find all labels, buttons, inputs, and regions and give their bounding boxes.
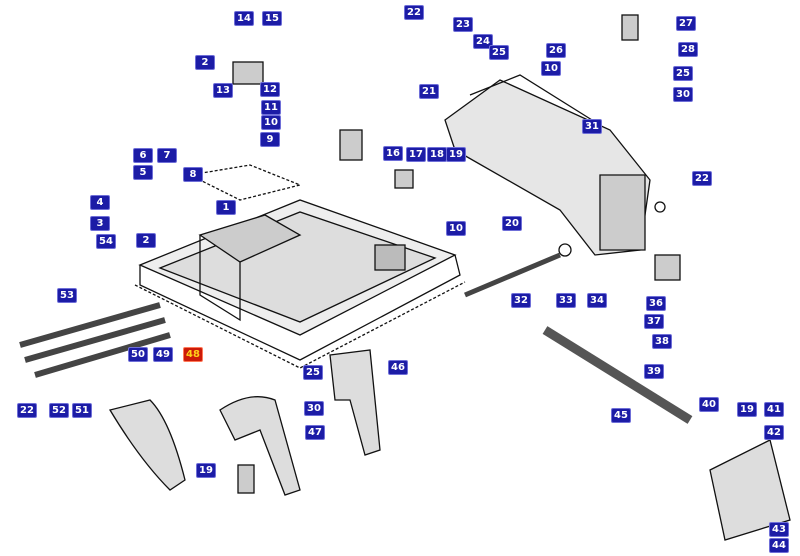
part-label-19[interactable]: 19 [737,402,757,417]
part-label-6[interactable]: 6 [133,148,153,163]
part-label-28[interactable]: 28 [678,42,698,57]
part-label-3[interactable]: 3 [90,216,110,231]
part-label-43[interactable]: 43 [769,522,789,537]
part-label-1[interactable]: 1 [216,200,236,215]
part-label-24[interactable]: 24 [473,34,493,49]
part-label-20[interactable]: 20 [502,216,522,231]
part-label-54[interactable]: 54 [96,234,116,249]
part-label-33[interactable]: 33 [556,293,576,308]
part-label-31[interactable]: 31 [582,119,602,134]
part-label-5[interactable]: 5 [133,165,153,180]
gasket [134,164,466,369]
part-label-2[interactable]: 2 [195,55,215,70]
part-label-32[interactable]: 32 [511,293,531,308]
part-label-44[interactable]: 44 [769,538,789,553]
part-label-12[interactable]: 12 [260,82,280,97]
part-label-38[interactable]: 38 [652,334,672,349]
part-label-15[interactable]: 15 [262,11,282,26]
part-label-46[interactable]: 46 [388,360,408,375]
part-label-30[interactable]: 30 [304,401,324,416]
part-label-9[interactable]: 9 [260,132,280,147]
part-label-40[interactable]: 40 [699,397,719,412]
part-label-22[interactable]: 22 [692,171,712,186]
part-label-41[interactable]: 41 [764,402,784,417]
part-label-27[interactable]: 27 [676,16,696,31]
part-label-16[interactable]: 16 [383,146,403,161]
gearbox-cover-housing [138,199,461,361]
part-label-48[interactable]: 48 [183,347,203,362]
part-label-10[interactable]: 10 [541,61,561,76]
part-label-2[interactable]: 2 [136,233,156,248]
part-label-53[interactable]: 53 [57,288,77,303]
part-label-22[interactable]: 22 [17,403,37,418]
part-label-17[interactable]: 17 [406,147,426,162]
part-label-8[interactable]: 8 [183,167,203,182]
part-label-39[interactable]: 39 [644,364,664,379]
part-label-52[interactable]: 52 [49,403,69,418]
part-label-36[interactable]: 36 [646,296,666,311]
part-label-47[interactable]: 47 [305,425,325,440]
part-label-18[interactable]: 18 [427,147,447,162]
part-label-49[interactable]: 49 [153,347,173,362]
part-label-7[interactable]: 7 [157,148,177,163]
part-label-25[interactable]: 25 [303,365,323,380]
part-label-23[interactable]: 23 [453,17,473,32]
part-label-11[interactable]: 11 [261,100,281,115]
part-label-13[interactable]: 13 [213,83,233,98]
part-label-4[interactable]: 4 [90,195,110,210]
part-label-19[interactable]: 19 [196,463,216,478]
part-label-14[interactable]: 14 [234,11,254,26]
part-label-37[interactable]: 37 [644,314,664,329]
part-label-19[interactable]: 19 [446,147,466,162]
side-cover [709,439,791,541]
part-label-34[interactable]: 34 [587,293,607,308]
part-label-42[interactable]: 42 [764,425,784,440]
part-label-30[interactable]: 30 [673,87,693,102]
part-label-45[interactable]: 45 [611,408,631,423]
shift-rods [19,252,693,424]
part-label-25[interactable]: 25 [673,66,693,81]
part-label-21[interactable]: 21 [419,84,439,99]
part-label-22[interactable]: 22 [404,5,424,20]
part-label-51[interactable]: 51 [72,403,92,418]
shift-forks [108,349,381,496]
part-label-50[interactable]: 50 [128,347,148,362]
part-label-26[interactable]: 26 [546,43,566,58]
part-label-25[interactable]: 25 [489,45,509,60]
shift-housing [444,74,651,256]
small-parts [232,14,681,494]
part-label-10[interactable]: 10 [261,115,281,130]
part-label-10[interactable]: 10 [446,221,466,236]
